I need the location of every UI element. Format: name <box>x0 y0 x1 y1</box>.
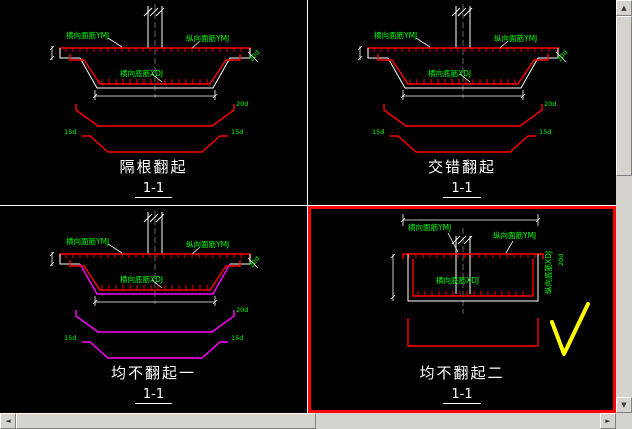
viewport-grid: 横向面筋YMJ 纵向面筋YMJ 横向底筋XDJ 20d 20d 15d 15d … <box>0 0 616 413</box>
bottom-rebar-line <box>412 259 534 297</box>
concrete-outline <box>367 48 559 89</box>
bent-bar-shape-1 <box>383 104 543 127</box>
concrete-outline <box>59 254 251 265</box>
column-lines <box>451 235 473 294</box>
panel-caption: 均不翻起一 1-1 <box>0 362 307 404</box>
label-bottom-longitudinal: 纵向底筋XDJ <box>543 251 553 294</box>
dimension-lines <box>357 37 567 100</box>
scroll-up-button[interactable]: ▲ <box>616 0 632 16</box>
section-drawing-4: 横向面筋YMJ 纵向面筋YMJ 横向底筋XDJ 纵向底筋XDJ 20d <box>390 214 590 356</box>
label-top-transverse: 横向面筋YMJ <box>66 236 109 246</box>
bottom-rebar-line <box>69 260 241 291</box>
panel-title: 均不翻起二 <box>419 364 505 382</box>
section-mark: 1-1 <box>134 387 173 404</box>
panel-title: 隔根翻起 <box>119 158 188 176</box>
label-top-longitudinal: 纵向面筋YMJ <box>493 230 536 240</box>
scroll-up-icon: ▲ <box>621 4 627 12</box>
section-drawing-2: 横向面筋YMJ 纵向面筋YMJ 横向底筋XDJ 20d 20d 15d 15d <box>357 4 570 153</box>
dimension-lines <box>49 243 259 306</box>
column-lines <box>451 6 473 48</box>
panel-title: 交错翻起 <box>427 158 496 176</box>
bent-bar-shape-1 <box>75 104 235 127</box>
bent-bar-shape-2 <box>82 341 228 359</box>
section-drawing-1: 横向面筋YMJ 纵向面筋YMJ 横向底筋XDJ 20d 20d 15d 15d <box>49 4 262 153</box>
bent-bar-shape-u <box>407 318 539 347</box>
label-top-longitudinal: 纵向面筋YMJ <box>186 239 229 249</box>
label-hook-bottom-right: 15d <box>231 128 243 136</box>
label-hook-top-2: 20d <box>236 100 248 108</box>
label-hook-bottom-right: 15d <box>231 334 243 342</box>
bottom-rebar-line <box>69 54 241 85</box>
section-mark: 1-1 <box>443 387 481 404</box>
horizontal-scroll-thumb[interactable] <box>16 413 316 429</box>
bottom-rebar-line <box>377 54 549 85</box>
vertical-scrollbar[interactable]: ▲ ▼ <box>616 0 632 413</box>
section-drawing-3: 横向面筋YMJ 纵向面筋YMJ 横向底筋XDJ 20d 20d 15d 15d <box>49 210 262 359</box>
label-top-longitudinal: 纵向面筋YMJ <box>494 33 537 43</box>
concrete-outline <box>407 254 539 302</box>
scroll-right-icon: ► <box>605 417 611 425</box>
dimension-lines <box>49 37 259 100</box>
label-hook-bottom-left: 15d <box>372 128 384 136</box>
label-top-longitudinal: 纵向面筋YMJ <box>186 33 229 43</box>
panel-caption: 均不翻起二 1-1 <box>308 362 616 404</box>
scroll-left-icon: ◄ <box>5 417 11 425</box>
concrete-slope-magenta <box>79 263 231 295</box>
label-hook-top: 20d <box>557 254 565 266</box>
scroll-down-icon: ▼ <box>621 401 627 409</box>
label-hook-top-2: 20d <box>544 100 556 108</box>
label-top-transverse: 横向面筋YMJ <box>66 30 109 40</box>
viewport-panel-3[interactable]: 横向面筋YMJ 纵向面筋YMJ 横向底筋XDJ 20d 20d 15d 15d … <box>0 206 308 413</box>
label-hook-bottom-right: 15d <box>539 128 551 136</box>
label-bottom-transverse: 横向底筋XDJ <box>120 68 163 78</box>
panel-title: 均不翻起一 <box>110 364 196 382</box>
label-hook-bottom-left: 15d <box>64 128 76 136</box>
panel-caption: 隔根翻起 1-1 <box>0 156 307 198</box>
scroll-down-button[interactable]: ▼ <box>616 397 632 413</box>
label-bottom-transverse: 横向底筋XDJ <box>436 275 479 285</box>
scrollbar-corner <box>616 413 632 429</box>
section-mark: 1-1 <box>443 181 481 198</box>
label-hook-top-2: 20d <box>236 306 248 314</box>
section-mark: 1-1 <box>134 181 173 198</box>
viewport-panel-2[interactable]: 横向面筋YMJ 纵向面筋YMJ 横向底筋XDJ 20d 20d 15d 15d … <box>308 0 616 206</box>
panel-caption: 交错翻起 1-1 <box>308 156 616 198</box>
label-top-transverse: 横向面筋YMJ <box>374 30 417 40</box>
horizontal-scrollbar[interactable]: ◄ ► <box>0 413 616 429</box>
bent-bar-shape-2 <box>390 135 536 153</box>
label-bottom-transverse: 横向底筋XDJ <box>120 274 163 284</box>
label-bottom-transverse: 横向底筋XDJ <box>428 68 471 78</box>
label-hook-bottom-left: 15d <box>64 334 76 342</box>
column-lines <box>143 6 165 48</box>
vertical-scroll-thumb[interactable] <box>616 16 632 176</box>
bent-bar-shape-2 <box>82 135 228 153</box>
label-top-transverse: 横向面筋YMJ <box>408 222 451 232</box>
scroll-right-button[interactable]: ► <box>600 413 616 429</box>
cad-drawing-area[interactable]: 横向面筋YMJ 纵向面筋YMJ 横向底筋XDJ 20d 20d 15d 15d … <box>0 0 616 413</box>
check-mark <box>550 302 590 356</box>
bent-bar-shape-1 <box>75 310 235 333</box>
scroll-left-button[interactable]: ◄ <box>0 413 16 429</box>
viewport-panel-1[interactable]: 横向面筋YMJ 纵向面筋YMJ 横向底筋XDJ 20d 20d 15d 15d … <box>0 0 308 206</box>
top-rebar-line <box>402 253 544 259</box>
viewport-panel-4[interactable]: 横向面筋YMJ 纵向面筋YMJ 横向底筋XDJ 纵向底筋XDJ 20d 均不翻起… <box>308 206 616 413</box>
concrete-outline <box>59 48 251 89</box>
column-lines <box>143 212 165 254</box>
